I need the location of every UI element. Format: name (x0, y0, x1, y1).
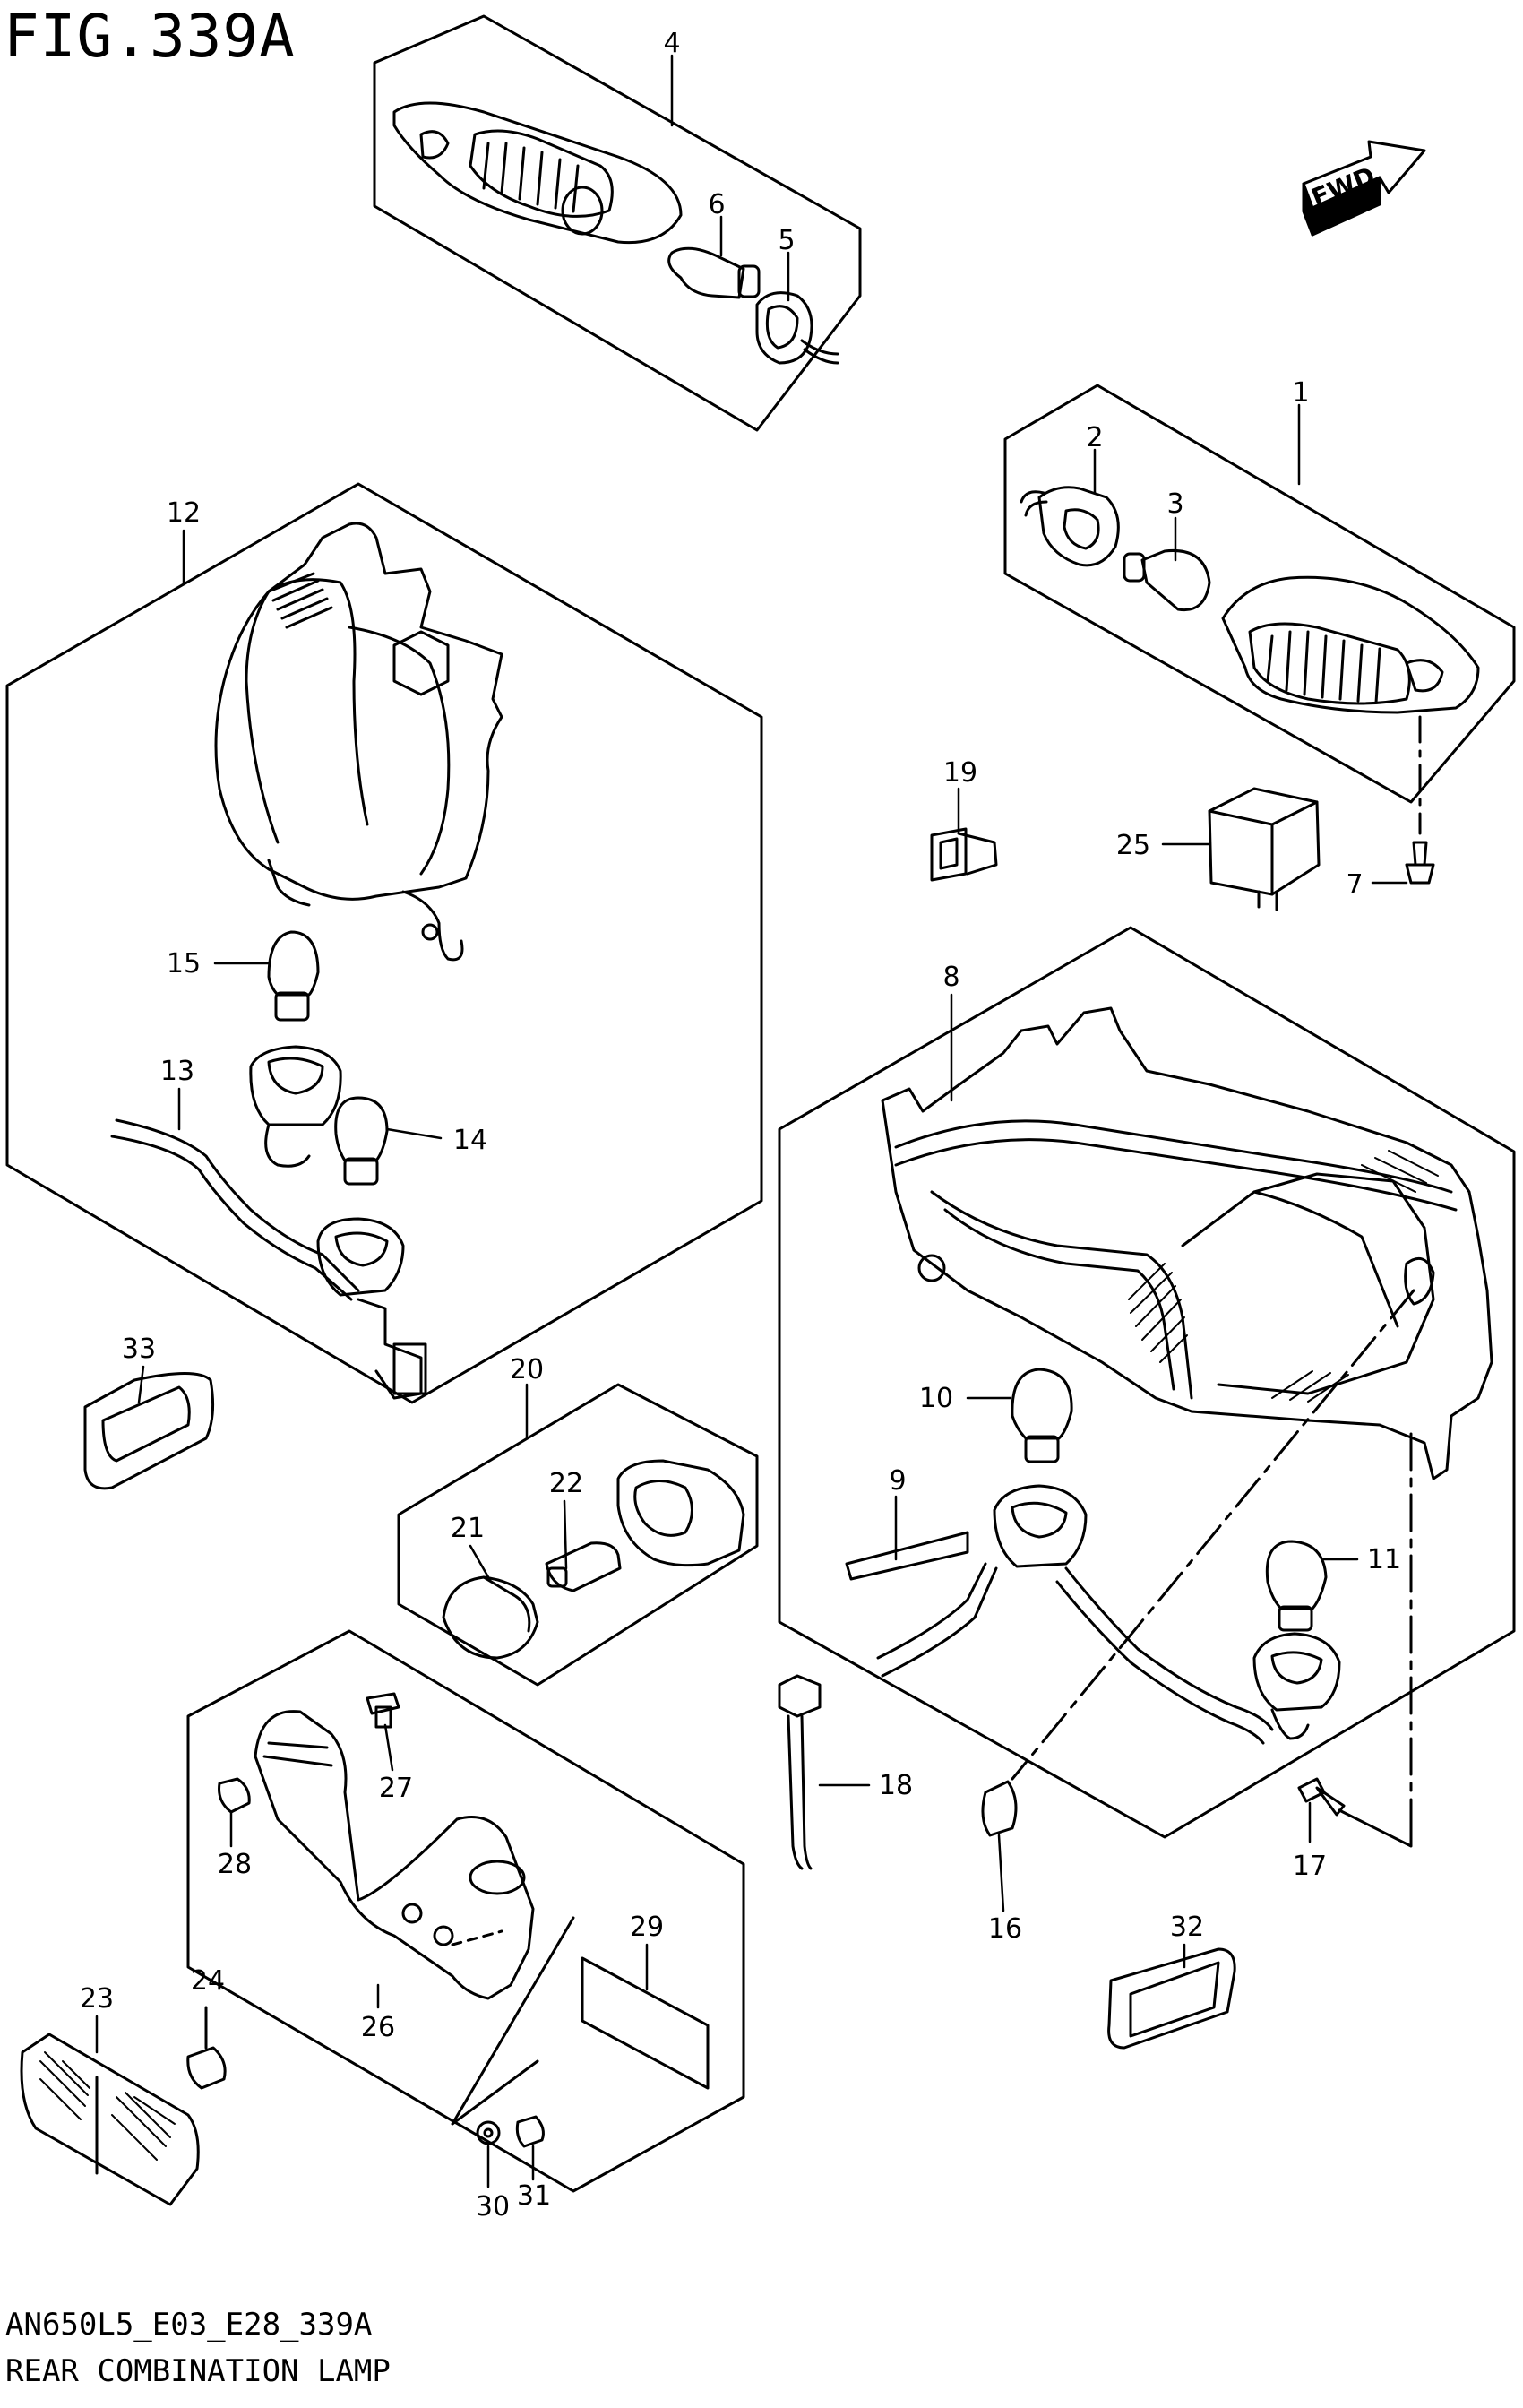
nut-28 (218, 1777, 251, 1814)
lamp-housing-12 (214, 522, 503, 962)
rear-turn-signal-housing (1221, 575, 1480, 714)
callout-33: 33 (122, 1333, 156, 1365)
nut-31 (515, 2115, 545, 2148)
callout-23: 23 (80, 1983, 114, 2015)
callout-3: 3 (1166, 488, 1183, 520)
callout-4: 4 (663, 28, 680, 59)
reflector-32 (1107, 1947, 1236, 2050)
callout-5: 5 (778, 225, 795, 256)
lens-21 (442, 1575, 539, 1660)
figure-name: REAR COMBINATION LAMP (5, 2353, 391, 2389)
socket-9 (845, 1484, 1274, 1745)
figure-code: AN650L5_E03_E28_339A (5, 2307, 373, 2343)
socket-20 (616, 1459, 745, 1567)
callout-32: 32 (1170, 1912, 1204, 1943)
screw-17 (1297, 1777, 1346, 1817)
socket-11 (1252, 1632, 1341, 1740)
fwd-arrow-icon (1302, 140, 1426, 237)
socket-13 (110, 1045, 360, 1301)
bulb-6 (667, 246, 761, 299)
washer-30 (476, 2120, 501, 2145)
callout-20: 20 (510, 1354, 544, 1385)
reflector-33 (83, 1372, 215, 1490)
leader-lines (95, 54, 1408, 2188)
group-frame-4 (373, 14, 862, 432)
callout-9: 9 (889, 1465, 906, 1497)
callout-10: 10 (919, 1383, 953, 1414)
group-frame-8 (778, 926, 1516, 1839)
group-frame-12 (5, 482, 763, 1404)
callout-1: 1 (1292, 377, 1309, 409)
callout-2: 2 (1086, 422, 1103, 453)
socket-5 (755, 291, 839, 365)
grommet-16 (981, 1780, 1018, 1837)
callout-22: 22 (549, 1468, 583, 1499)
callout-14: 14 (453, 1125, 487, 1156)
callout-24: 24 (191, 1965, 225, 1997)
socket-14 (316, 1217, 427, 1400)
pointer-lines-26 (451, 1916, 575, 2126)
reflector-23 (20, 2033, 200, 2206)
callout-12: 12 (167, 497, 201, 529)
tie-18 (778, 1674, 822, 1870)
leader-dash-16 (1011, 1289, 1415, 1848)
callout-6: 6 (708, 189, 725, 220)
label-29 (581, 1956, 710, 2090)
bolt-27 (366, 1692, 400, 1729)
figure-title: FIG.339A (4, 2, 296, 71)
callout-15: 15 (167, 948, 201, 980)
callout-19: 19 (943, 757, 977, 789)
callout-29: 29 (630, 1912, 664, 1943)
front-turn-signal-housing (392, 101, 683, 245)
callout-30: 30 (476, 2191, 510, 2222)
callout-21: 21 (451, 1513, 485, 1544)
callout-18: 18 (879, 1770, 913, 1801)
clip-19 (930, 827, 998, 882)
callout-7: 7 (1346, 869, 1363, 901)
socket-2 (1020, 486, 1120, 567)
callout-13: 13 (160, 1056, 194, 1087)
group-frame-1 (1003, 384, 1516, 804)
bulb-10 (1011, 1368, 1073, 1463)
screw-7 (1405, 715, 1435, 885)
bracket-26 (254, 1710, 535, 2000)
tail-lamp-housing-8 (881, 1006, 1493, 1480)
callout-31: 31 (517, 2180, 551, 2212)
bulb-15 (267, 930, 320, 1022)
bulb-11 (1265, 1540, 1328, 1632)
callout-27: 27 (379, 1773, 413, 1804)
callout-17: 17 (1293, 1851, 1327, 1882)
group-frame-26 (186, 1629, 745, 2193)
bulb-3 (1123, 548, 1211, 612)
callout-28: 28 (218, 1849, 252, 1880)
callout-8: 8 (942, 962, 959, 993)
bulb-14 (334, 1096, 389, 1186)
nut-24 (186, 2006, 227, 2090)
callout-26: 26 (361, 2012, 395, 2043)
relay-25 (1208, 787, 1321, 911)
bulb-22 (545, 1541, 622, 1592)
callout-11: 11 (1367, 1544, 1401, 1575)
group-frame-20 (397, 1383, 759, 1687)
callout-25: 25 (1116, 830, 1150, 861)
callout-16: 16 (988, 1913, 1022, 1945)
